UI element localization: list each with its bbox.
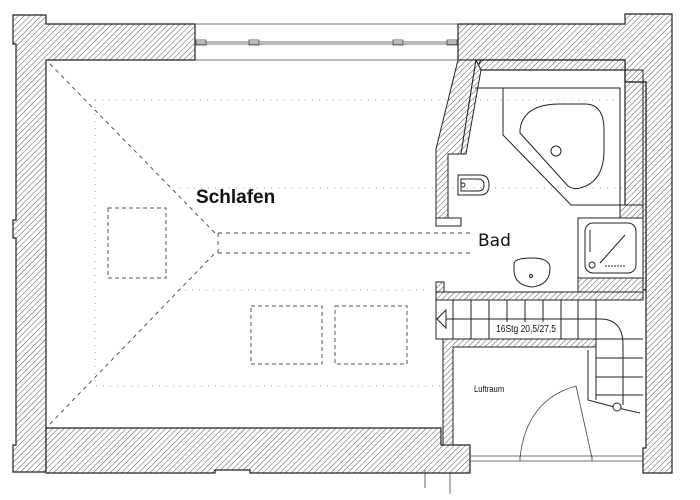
wall-bottom (45, 427, 471, 474)
window-bottom (424, 385, 643, 494)
bathroom-outline (475, 69, 644, 205)
skylight-3 (334, 305, 408, 365)
luftraum-walls (442, 338, 597, 446)
exterior-walls (12, 13, 673, 474)
skylights (107, 207, 408, 365)
corner-bathtub (502, 87, 621, 206)
staircase (435, 281, 644, 414)
wall-top-left (12, 14, 196, 473)
room-label-schlafen: Schlafen (196, 187, 276, 208)
skylight-2 (250, 305, 323, 365)
room-label-bad: Bad (478, 231, 511, 251)
window-top (195, 23, 458, 61)
stair-annotation: 16Stg 20,5/27,5 (496, 324, 557, 335)
wall-end-cap (435, 217, 462, 227)
skylight-1 (107, 207, 167, 279)
roof-lines (49, 63, 470, 425)
shower-area (577, 204, 644, 293)
washbasin (513, 257, 551, 288)
room-label-luftraum: Luftraum (474, 384, 505, 394)
toilet (457, 174, 490, 196)
